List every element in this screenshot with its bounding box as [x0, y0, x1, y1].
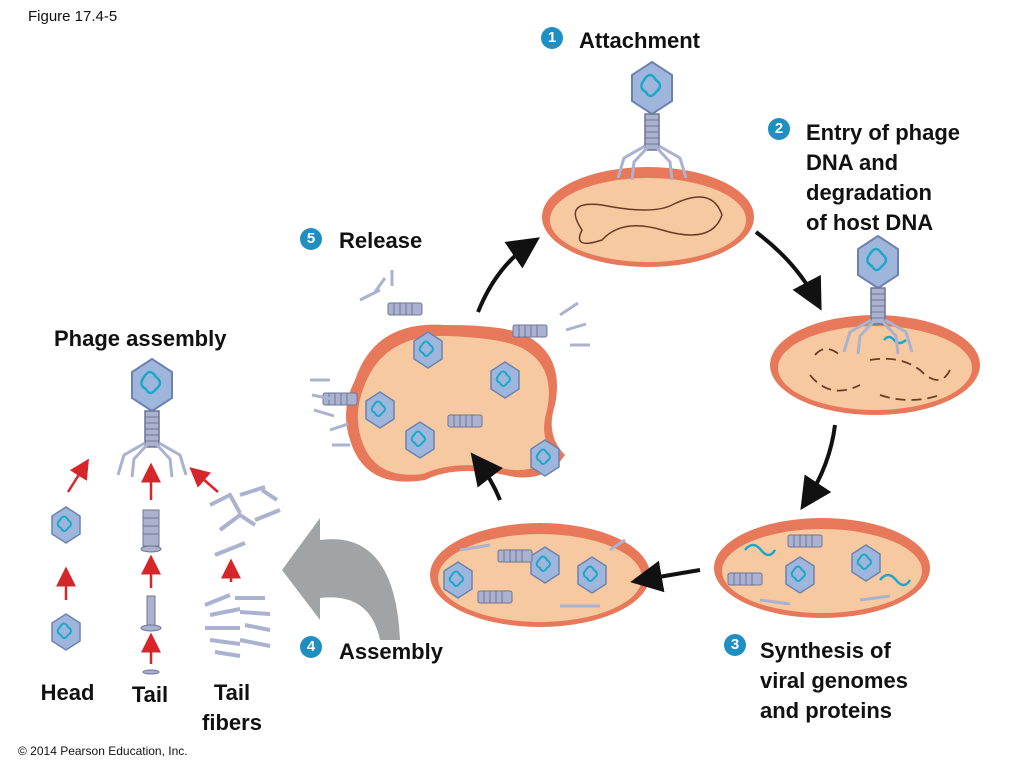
- tail-fibers-icon: [204, 593, 271, 658]
- cell-attachment: [542, 60, 754, 267]
- part-label-tail: Tail: [131, 682, 169, 707]
- figure-title: Figure 17.4-5: [28, 8, 118, 25]
- tail-fibers-assembled-icon: [209, 485, 281, 557]
- step-badge-5: 5: [300, 228, 322, 250]
- cell-assembly: [430, 523, 650, 627]
- step-label-attachment: Attachment: [579, 28, 701, 53]
- tail-icon-2: [140, 595, 162, 675]
- cell-synthesis: [714, 518, 930, 618]
- assembled-phage-icon: [116, 357, 188, 479]
- step-label-synthesis: Synthesis of viral genomes and proteins: [760, 638, 908, 723]
- step-badge-2: 2: [768, 118, 790, 140]
- head-icon-1: [51, 506, 81, 544]
- step-badge-1: 1: [541, 27, 563, 49]
- arrow-1-2: [754, 230, 822, 311]
- assembly-panel-title: Phage assembly: [54, 326, 227, 351]
- step-badge-4: 4: [300, 636, 322, 658]
- cell-release: [310, 270, 590, 482]
- copyright: © 2014 Pearson Education, Inc.: [18, 744, 188, 758]
- head-icon-2: [51, 613, 81, 651]
- part-label-head: Head: [40, 680, 95, 705]
- arrow-3-4: [630, 560, 701, 593]
- arrow-2-3: [800, 424, 837, 511]
- step-label-assembly: Assembly: [339, 639, 443, 664]
- step-label-release: Release: [339, 228, 423, 253]
- arrow-4-5: [470, 452, 503, 501]
- cell-entry: [770, 234, 980, 415]
- step-label-entry: Entry of phage DNA and degradation of ho…: [806, 120, 961, 235]
- assembly-arrow: [282, 518, 400, 640]
- step-badge-3: 3: [724, 634, 746, 656]
- part-label-tail-fibers: Tail fibers: [202, 680, 262, 735]
- arrow-5-1: [476, 237, 540, 313]
- tail-icon-1: [140, 509, 162, 553]
